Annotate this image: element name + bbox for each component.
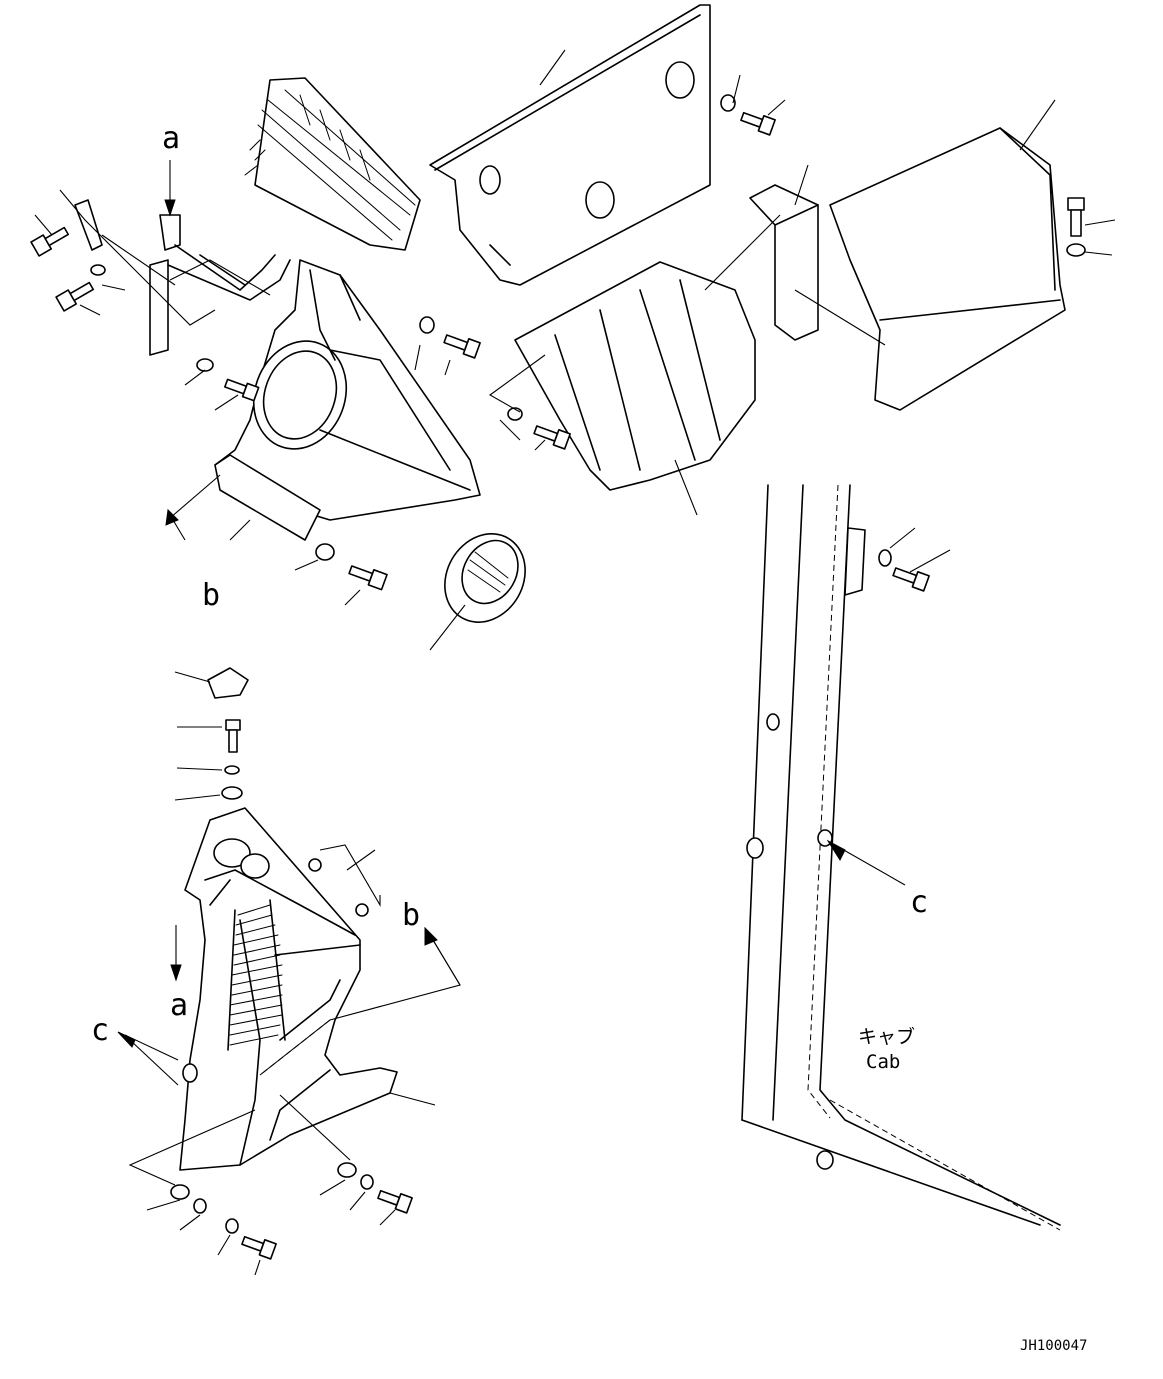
upper-duct [214,259,481,521]
left-bracket [149,214,291,356]
view-label-c-left: c [91,1013,109,1048]
fasteners [30,94,1086,1260]
view-label-b-left: b [202,578,220,613]
cab-outline [741,484,1061,1231]
view-label-b-right: b [402,898,420,933]
view-label-a-bottom: a [170,988,188,1023]
foam-block [749,184,819,341]
lower-duct-cover [179,807,398,1171]
middle-cover [514,261,756,491]
cab-label-japanese: キャブ [858,1025,915,1048]
view-label-a-top: a [162,121,180,156]
monitor-unit [244,77,421,251]
vent-grille [444,533,526,623]
cab-label-english: Cab [866,1051,900,1073]
bellows [227,899,286,1051]
arrows [117,160,906,1061]
top-cover-panel [429,4,711,286]
right-cover-plate [829,127,1066,411]
view-label-c-right: c [910,885,928,920]
drawing-code: JH100047 [1020,1338,1087,1354]
lower-bracket [214,454,321,541]
